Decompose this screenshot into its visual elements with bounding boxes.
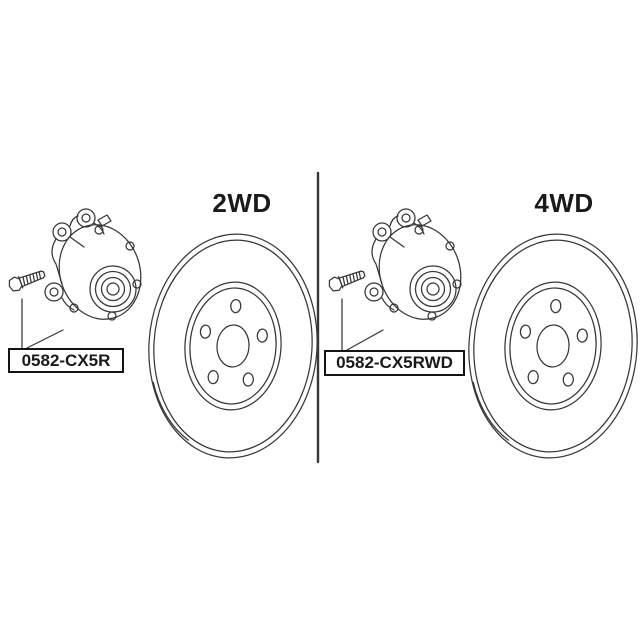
bolt-icon-4wd [326, 266, 368, 294]
bolt-icon-2wd [6, 266, 48, 294]
drive-type-label-4wd: 4WD [534, 188, 594, 218]
leader-lines-2wd [21, 298, 64, 349]
drive-type-label-2wd: 2WD [212, 188, 272, 218]
leader-lines-4wd [341, 298, 384, 351]
part-number-box-4wd: 0582-CX5RWD [324, 350, 465, 376]
part-number-box-2wd: 0582-CX5R [8, 348, 124, 373]
hub-bearing-drawing-2wd [44, 208, 154, 331]
brake-rotor-drawing-4wd [460, 227, 640, 465]
brake-rotor-drawing-2wd [140, 227, 326, 465]
hub-bearing-drawing-4wd [364, 208, 474, 331]
